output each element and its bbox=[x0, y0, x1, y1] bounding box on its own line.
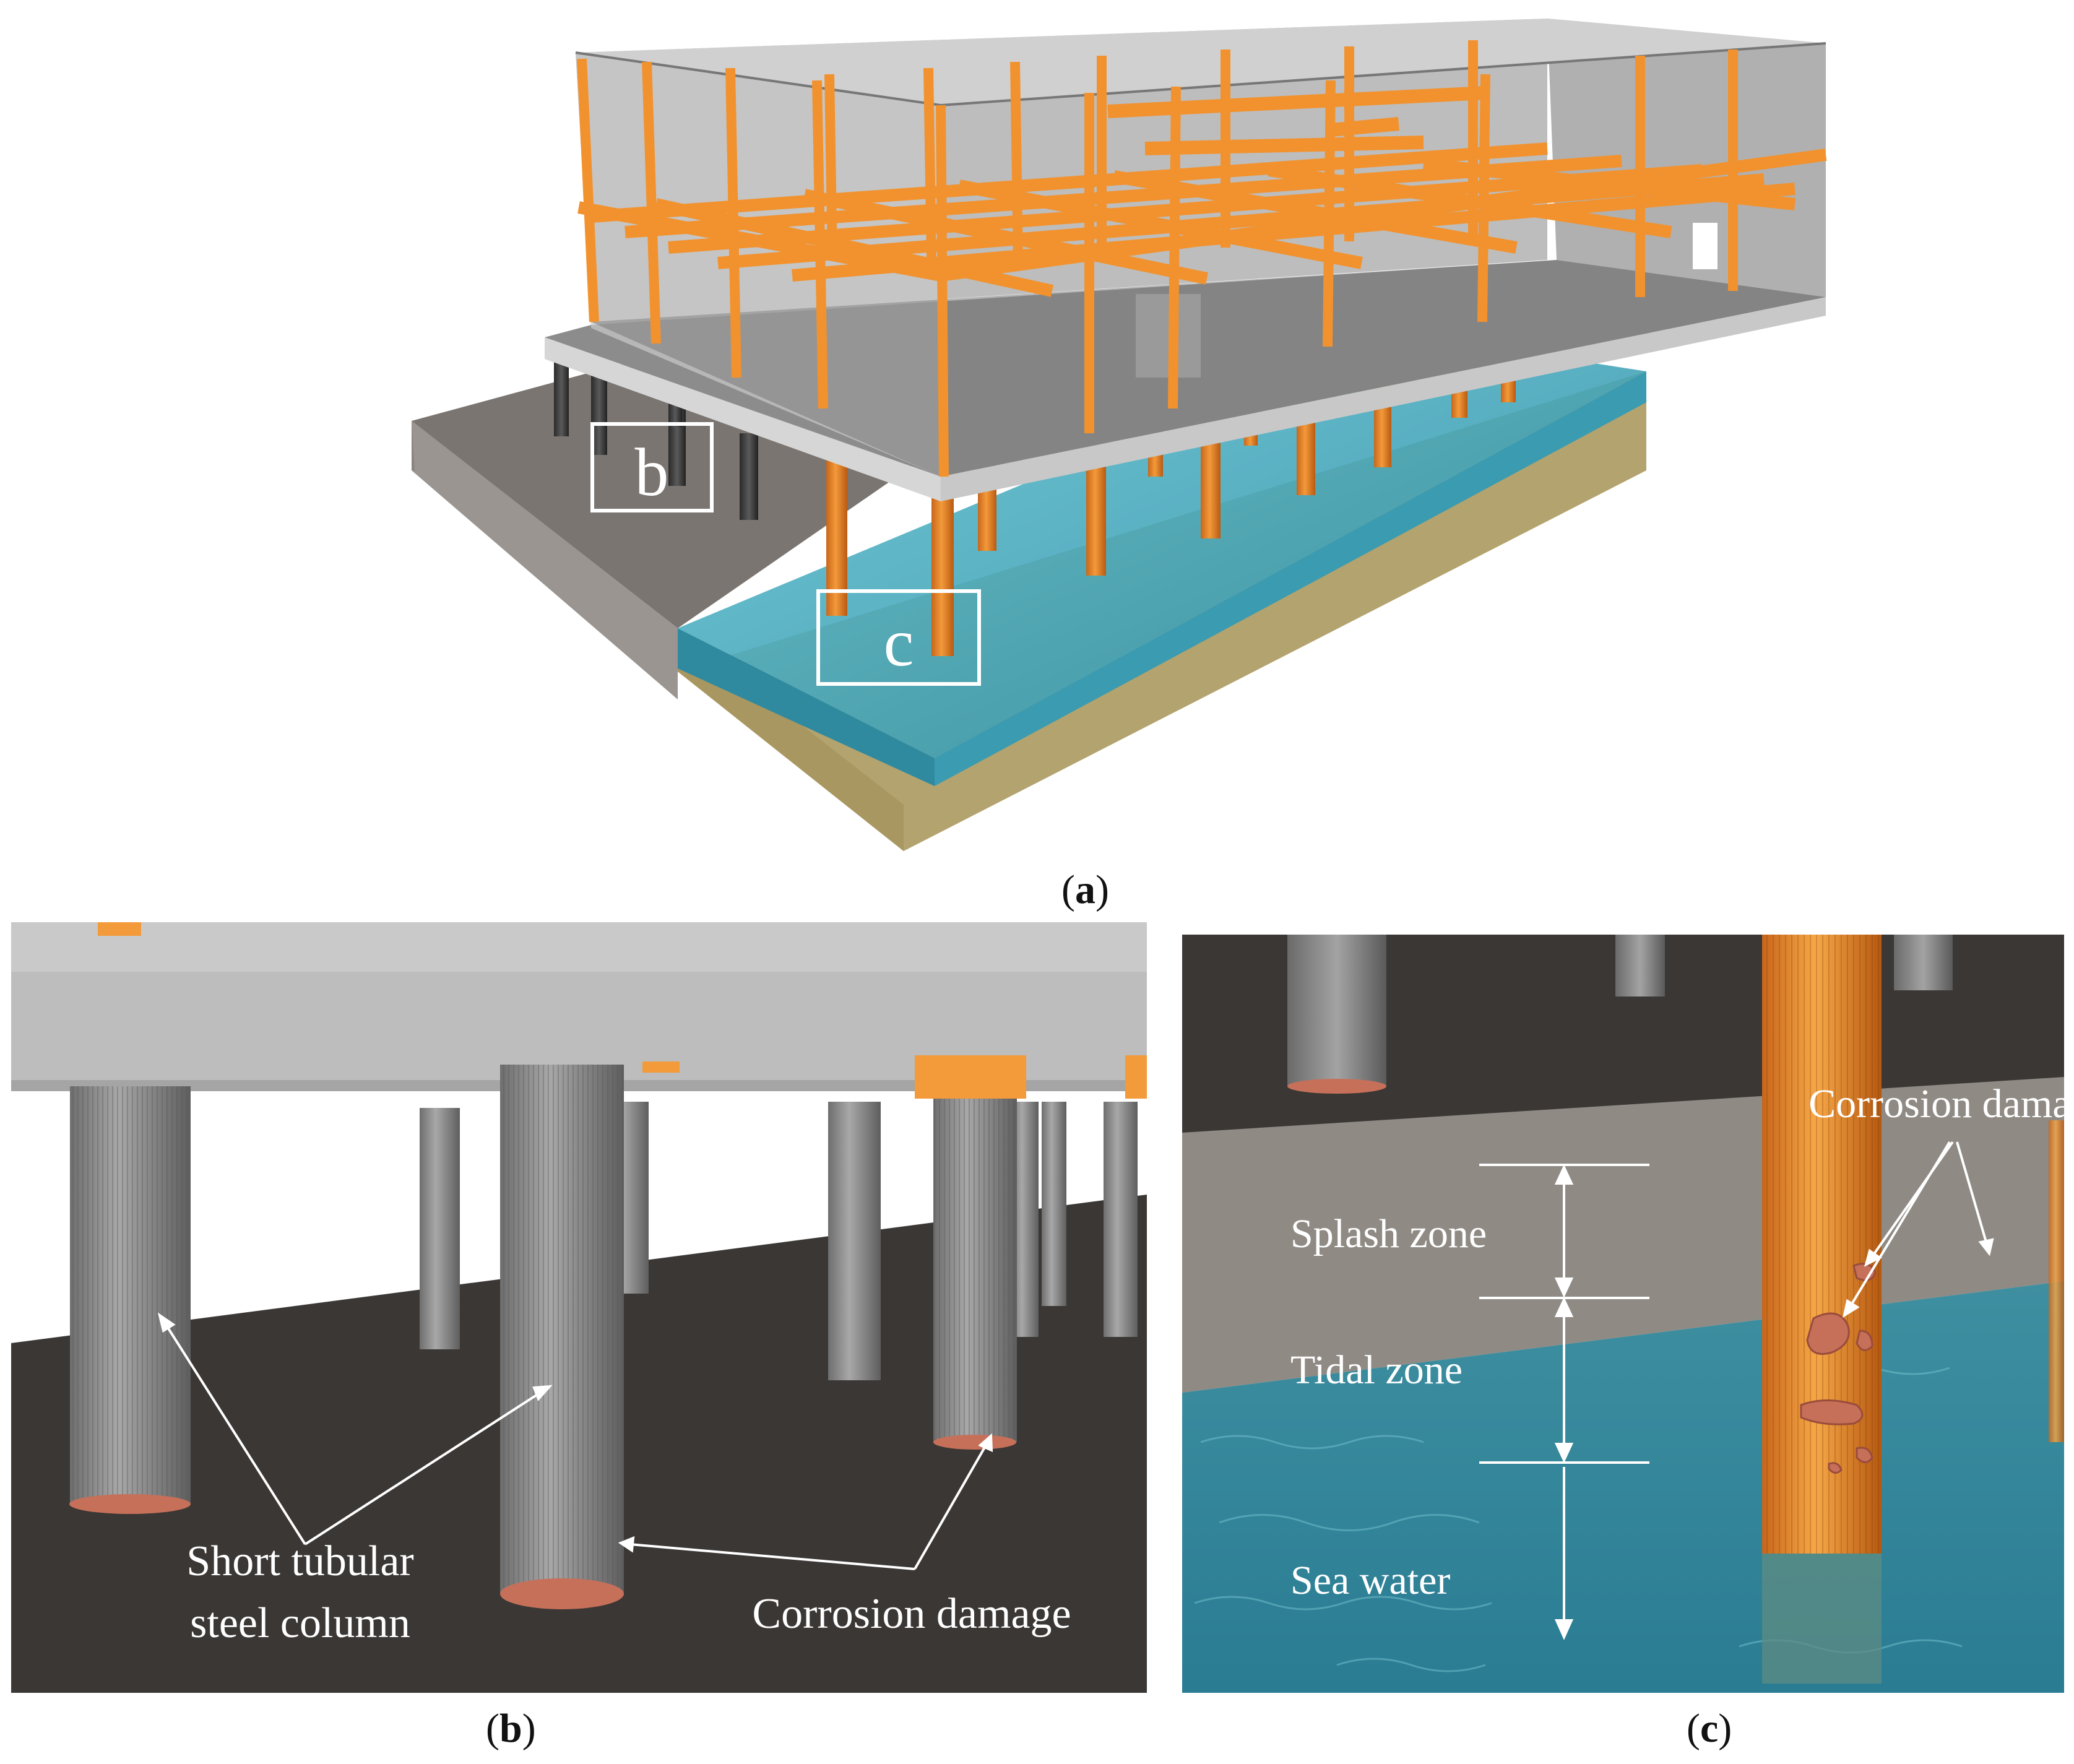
label-corrosion-damage-c: Corrosion damage bbox=[1808, 1081, 2064, 1126]
caption-c: (c) bbox=[1687, 1706, 1732, 1751]
inset-c-label: c bbox=[884, 605, 914, 680]
inset-b-label: b bbox=[635, 435, 669, 510]
orange-frame bbox=[577, 40, 1827, 477]
inset-b-box: b bbox=[590, 422, 714, 512]
panel-c: Corrosion damage Splash zone Tidal zone … bbox=[1182, 935, 2064, 1693]
label-corrosion-damage-b: Corrosion damage bbox=[752, 1590, 1071, 1638]
inset-c-box: c bbox=[816, 589, 981, 686]
main-column-c bbox=[1762, 935, 1882, 1684]
label-sea-water: Sea water bbox=[1290, 1558, 1450, 1603]
caption-b: (b) bbox=[486, 1706, 536, 1751]
caption-a: (a) bbox=[1061, 867, 1109, 912]
panel-b: Short tubular steel column Corrosion dam… bbox=[11, 922, 1147, 1693]
panel-c-illustration: Corrosion damage Splash zone Tidal zone … bbox=[1182, 935, 2064, 1693]
water-block bbox=[678, 331, 1646, 786]
label-short-tubular: Short tubular bbox=[186, 1537, 413, 1585]
label-splash-zone: Splash zone bbox=[1290, 1211, 1487, 1256]
panel-b-illustration: Short tubular steel column Corrosion dam… bbox=[11, 922, 1147, 1693]
ground-columns bbox=[554, 362, 758, 520]
label-tidal-zone: Tidal zone bbox=[1290, 1347, 1463, 1393]
corrosion-arrows-c bbox=[1843, 1141, 1994, 1318]
panel-a-illustration: b c bbox=[412, 19, 1827, 851]
label-steel-column: steel column bbox=[190, 1599, 410, 1647]
zone-bracket bbox=[1479, 1164, 1649, 1640]
annotation-arrows-b bbox=[157, 1312, 993, 1570]
front-columns-b bbox=[69, 1065, 1017, 1609]
panel-a: b c (a) bbox=[412, 19, 1827, 912]
